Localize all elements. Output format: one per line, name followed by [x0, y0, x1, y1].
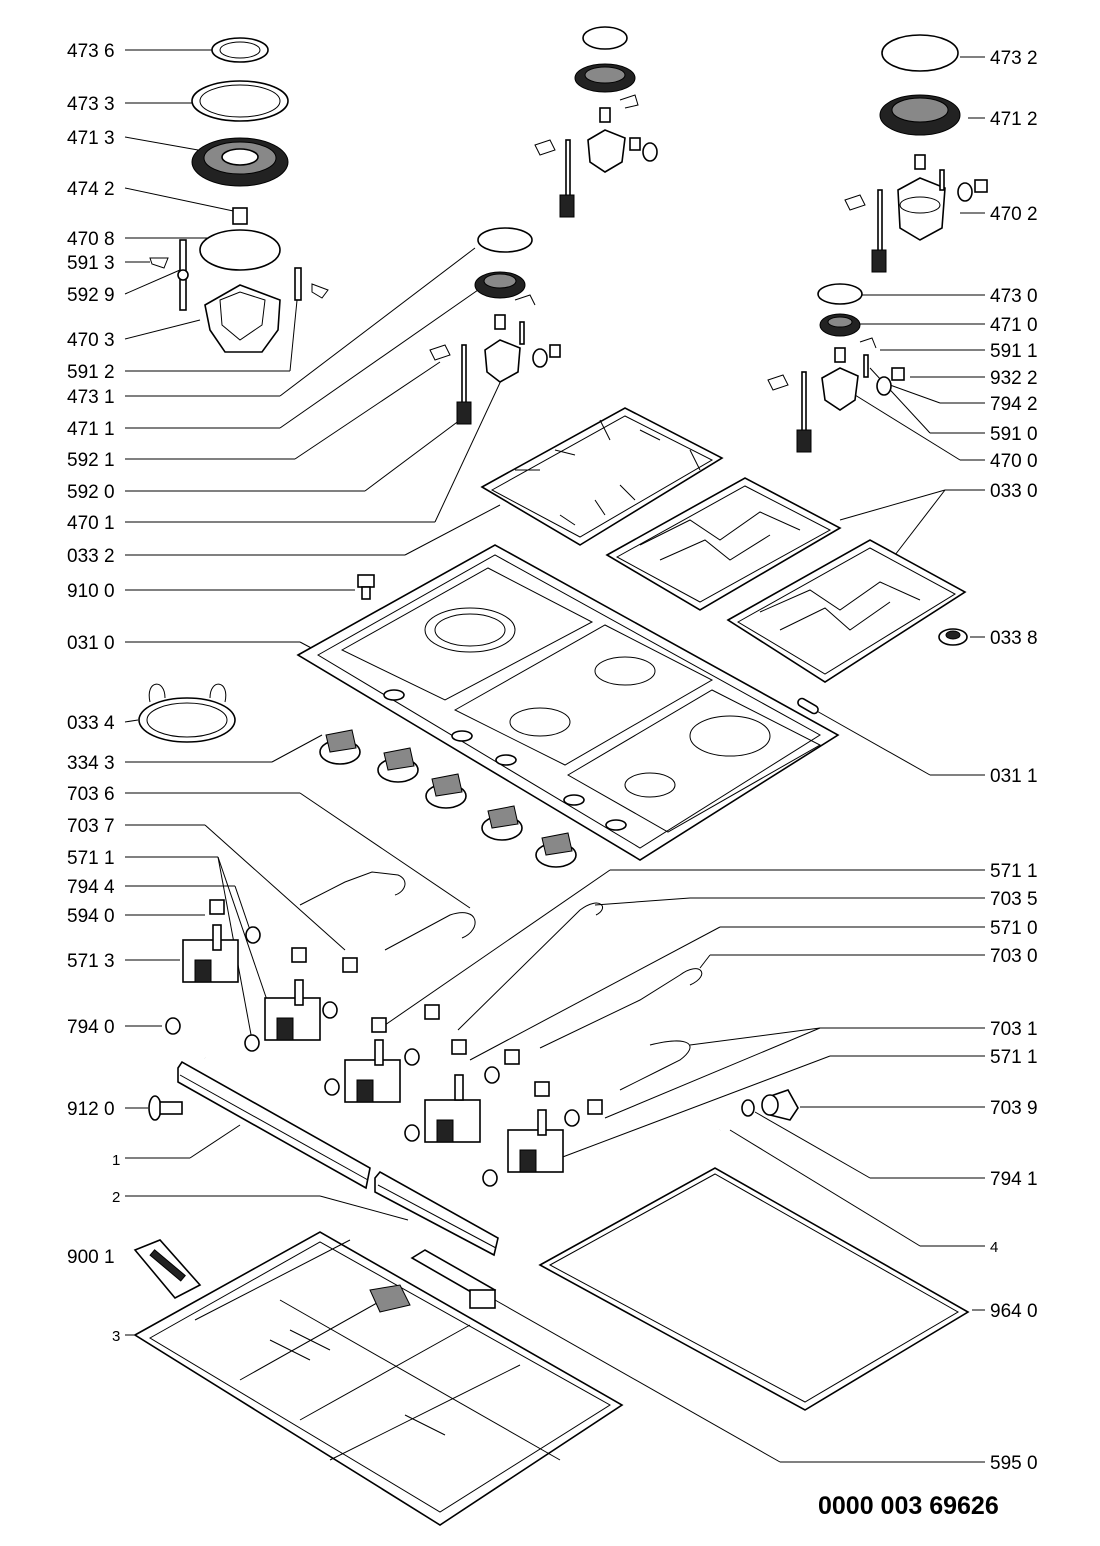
pan-support-large — [480, 407, 724, 546]
label-4712: 471 2 — [990, 109, 1038, 130]
label-4710: 471 0 — [990, 315, 1038, 336]
label-4701: 470 1 — [67, 513, 115, 534]
left-labels: 473 6 473 3 471 3 474 2 470 8 591 3 592 … — [67, 41, 120, 1345]
large-burner-group — [149, 37, 329, 353]
valve-2 — [244, 947, 358, 1052]
label-9001: 900 1 — [67, 1247, 115, 1268]
control-knobs — [319, 729, 577, 868]
knob-2 — [377, 747, 419, 783]
hob-top-plate — [296, 544, 840, 861]
label-5713: 571 3 — [67, 951, 115, 972]
label-4703: 470 3 — [67, 330, 115, 351]
medium-burner-group — [844, 34, 988, 273]
label-4733: 473 3 — [67, 94, 115, 115]
label-5920: 592 0 — [67, 482, 115, 503]
label-4702: 470 2 — [990, 204, 1038, 225]
gas-valves — [165, 899, 603, 1187]
label-5950: 595 0 — [990, 1453, 1038, 1474]
small-burner-group-left — [429, 227, 561, 425]
label-0311: 031 1 — [990, 766, 1038, 787]
label-0332: 033 2 — [67, 546, 115, 567]
label-4732: 473 2 — [990, 48, 1038, 69]
pan-support-right — [726, 539, 967, 683]
label-5711-left: 571 1 — [67, 848, 115, 869]
label-7030: 703 0 — [990, 946, 1038, 967]
label-5913: 591 3 — [67, 253, 115, 274]
label-4736: 473 6 — [67, 41, 115, 62]
label-4731: 473 1 — [67, 387, 115, 408]
elbow-fitting-7039 — [741, 1089, 799, 1121]
wok-ring-0334 — [138, 683, 236, 743]
valve-5 — [482, 1081, 603, 1187]
pan-support-middle — [605, 477, 842, 611]
right-labels: 473 2 471 2 470 2 473 0 471 0 591 1 932 … — [990, 48, 1038, 1474]
small-burner-group-top — [534, 26, 658, 218]
main-gas-pipe — [203, 1054, 722, 1225]
label-4708: 470 8 — [67, 229, 115, 250]
label-7035: 703 5 — [990, 889, 1038, 910]
label-0310: 031 0 — [67, 633, 115, 654]
label-7942: 794 2 — [990, 394, 1038, 415]
gasket-9640 — [538, 1167, 970, 1411]
label-9100: 910 0 — [67, 581, 115, 602]
label-0338: 033 8 — [990, 628, 1038, 649]
label-9120: 912 0 — [67, 1099, 115, 1120]
label-0334: 033 4 — [67, 713, 115, 734]
label-7940: 794 0 — [67, 1017, 115, 1038]
label-5921: 592 1 — [67, 450, 115, 471]
label-7944: 794 4 — [67, 877, 115, 898]
label-4730: 473 0 — [990, 286, 1038, 307]
document-number: 0000 003 69626 — [818, 1492, 999, 1520]
label-4711: 471 1 — [67, 419, 115, 440]
label-0330: 033 0 — [990, 481, 1038, 502]
label-7036: 703 6 — [67, 784, 115, 805]
bracket-9001 — [133, 1239, 202, 1300]
valve-4 — [404, 1039, 520, 1143]
knob-4 — [481, 805, 523, 841]
valve-3 — [324, 1004, 440, 1103]
label-3: 3 — [112, 1328, 120, 1345]
label-9640: 964 0 — [990, 1301, 1038, 1322]
label-5910: 591 0 — [990, 424, 1038, 445]
label-5929: 592 9 — [67, 285, 115, 306]
base-tray — [133, 1231, 624, 1526]
rubber-foot-0338 — [938, 628, 968, 646]
label-5911: 591 1 — [990, 341, 1038, 362]
knob-1 — [319, 729, 361, 765]
label-5710: 571 0 — [990, 918, 1038, 939]
label-4: 4 — [990, 1239, 998, 1256]
screw-9100 — [357, 574, 375, 600]
label-1: 1 — [112, 1152, 120, 1169]
label-4713: 471 3 — [67, 128, 115, 149]
right-leader-lines — [384, 56, 985, 1463]
label-3343: 334 3 — [67, 753, 115, 774]
label-7031: 703 1 — [990, 1019, 1038, 1040]
gas-pipes — [299, 871, 703, 1091]
label-5711-right-2: 571 1 — [990, 1047, 1038, 1068]
valve-1 — [165, 899, 261, 1035]
front-rail-2 — [374, 1170, 499, 1257]
label-5912: 591 2 — [67, 362, 115, 383]
small-burner-group-right — [767, 283, 905, 453]
knob-3 — [425, 773, 467, 809]
label-4742: 474 2 — [67, 179, 115, 200]
label-4700: 470 0 — [990, 451, 1038, 472]
label-5711-right-1: 571 1 — [990, 861, 1038, 882]
screw-9120 — [148, 1095, 183, 1121]
label-7039: 703 9 — [990, 1098, 1038, 1119]
label-2: 2 — [112, 1189, 120, 1206]
label-7941: 794 1 — [990, 1169, 1038, 1190]
electrical-block-5950 — [410, 1249, 497, 1309]
label-9322: 932 2 — [990, 368, 1038, 389]
front-rail-1 — [177, 1060, 371, 1190]
label-7037: 703 7 — [67, 816, 115, 837]
label-5940: 594 0 — [67, 906, 115, 927]
knob-5 — [535, 832, 577, 868]
